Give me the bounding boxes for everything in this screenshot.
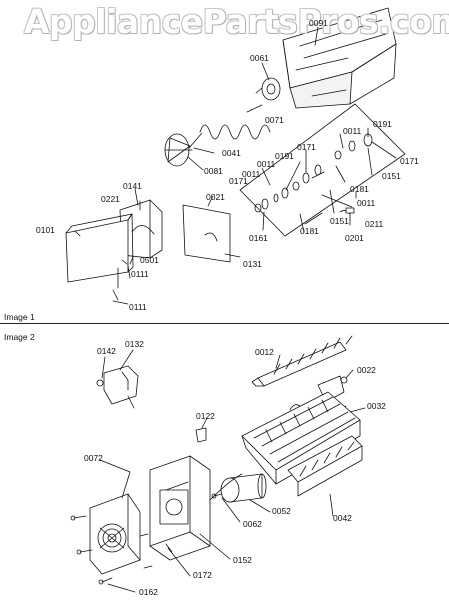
ice-bucket-part: [282, 7, 397, 109]
ice-blade-part: [164, 132, 203, 167]
callout-0151-b: 0151: [330, 216, 349, 226]
callout-0021: 0021: [206, 192, 225, 202]
image2-leader-lines: [99, 349, 366, 593]
callout-0131: 0131: [243, 259, 262, 269]
wire-harness: [209, 473, 243, 501]
shaft-tray-outline: [239, 103, 406, 237]
screw-0501: [127, 265, 131, 279]
callout-0191-b: 0191: [275, 151, 294, 161]
callout-0501: 0501: [140, 255, 159, 265]
callout-0181-b: 0181: [300, 226, 319, 236]
door-panel-part: [182, 204, 231, 263]
callout-0162: 0162: [139, 587, 158, 597]
callout-0022: 0022: [357, 365, 376, 375]
door-panel-detail: [204, 232, 218, 242]
callout-0011-b: 0011: [257, 159, 276, 169]
callout-0061: 0061: [250, 53, 269, 63]
callout-0011-a: 0011: [343, 126, 362, 136]
callout-0071: 0071: [265, 115, 284, 125]
section-title-image2: Image 2: [4, 332, 35, 342]
callout-0132: 0132: [125, 339, 144, 349]
callout-0122: 0122: [196, 411, 215, 421]
mount-plate-part: [89, 493, 141, 575]
heater-part: [287, 435, 363, 497]
callout-0111-a: 0111: [131, 269, 149, 279]
callout-0142: 0142: [97, 346, 116, 356]
callout-0011-c: 0011: [357, 198, 376, 208]
callout-0041: 0041: [222, 148, 241, 158]
callout-0062: 0062: [243, 519, 262, 529]
callout-0181-a: 0181: [350, 184, 369, 194]
callout-0011-d: 0011: [242, 169, 261, 179]
callout-0201: 0201: [345, 233, 364, 243]
section-title-image1: Image 1: [4, 312, 35, 322]
callout-0221: 0221: [101, 194, 120, 204]
front-box-part: [65, 213, 134, 283]
callout-0151-a: 0151: [382, 171, 401, 181]
module-housing-part: [149, 455, 211, 561]
clip-part: [195, 427, 207, 443]
shaft-parts: [254, 133, 373, 215]
callout-0101: 0101: [36, 225, 55, 235]
callout-0172: 0172: [193, 570, 212, 580]
callout-0081: 0081: [204, 166, 223, 176]
callout-0171-a: 0171: [400, 156, 419, 166]
auger-spring-part: [199, 124, 271, 140]
screws: [70, 515, 173, 585]
motor-part: [211, 473, 267, 503]
screw-0111: [112, 267, 119, 301]
bracket-part: [96, 365, 139, 409]
callout-0152: 0152: [233, 555, 252, 565]
callout-0042: 0042: [333, 513, 352, 523]
callout-0171-c: 0171: [229, 176, 248, 186]
callout-0171-b: 0171: [297, 142, 316, 152]
callout-0161: 0161: [249, 233, 268, 243]
callout-0091: 0091: [309, 18, 328, 28]
callout-0032: 0032: [367, 401, 386, 411]
section-divider: [0, 323, 449, 324]
callout-0141: 0141: [123, 181, 142, 191]
image1-leader-lines: [74, 26, 397, 305]
ejector-shaft-part: [251, 335, 353, 387]
callout-0111-b: 0111: [129, 302, 147, 312]
callout-0072: 0072: [84, 453, 103, 463]
auger-gear-part: [255, 77, 281, 101]
callout-0052: 0052: [272, 506, 291, 516]
callout-0191-a: 0191: [373, 119, 392, 129]
callout-0012: 0012: [255, 347, 274, 357]
callout-0211: 0211: [365, 219, 384, 229]
watermark-logo: AppliancePartsPros.com: [24, 2, 449, 41]
